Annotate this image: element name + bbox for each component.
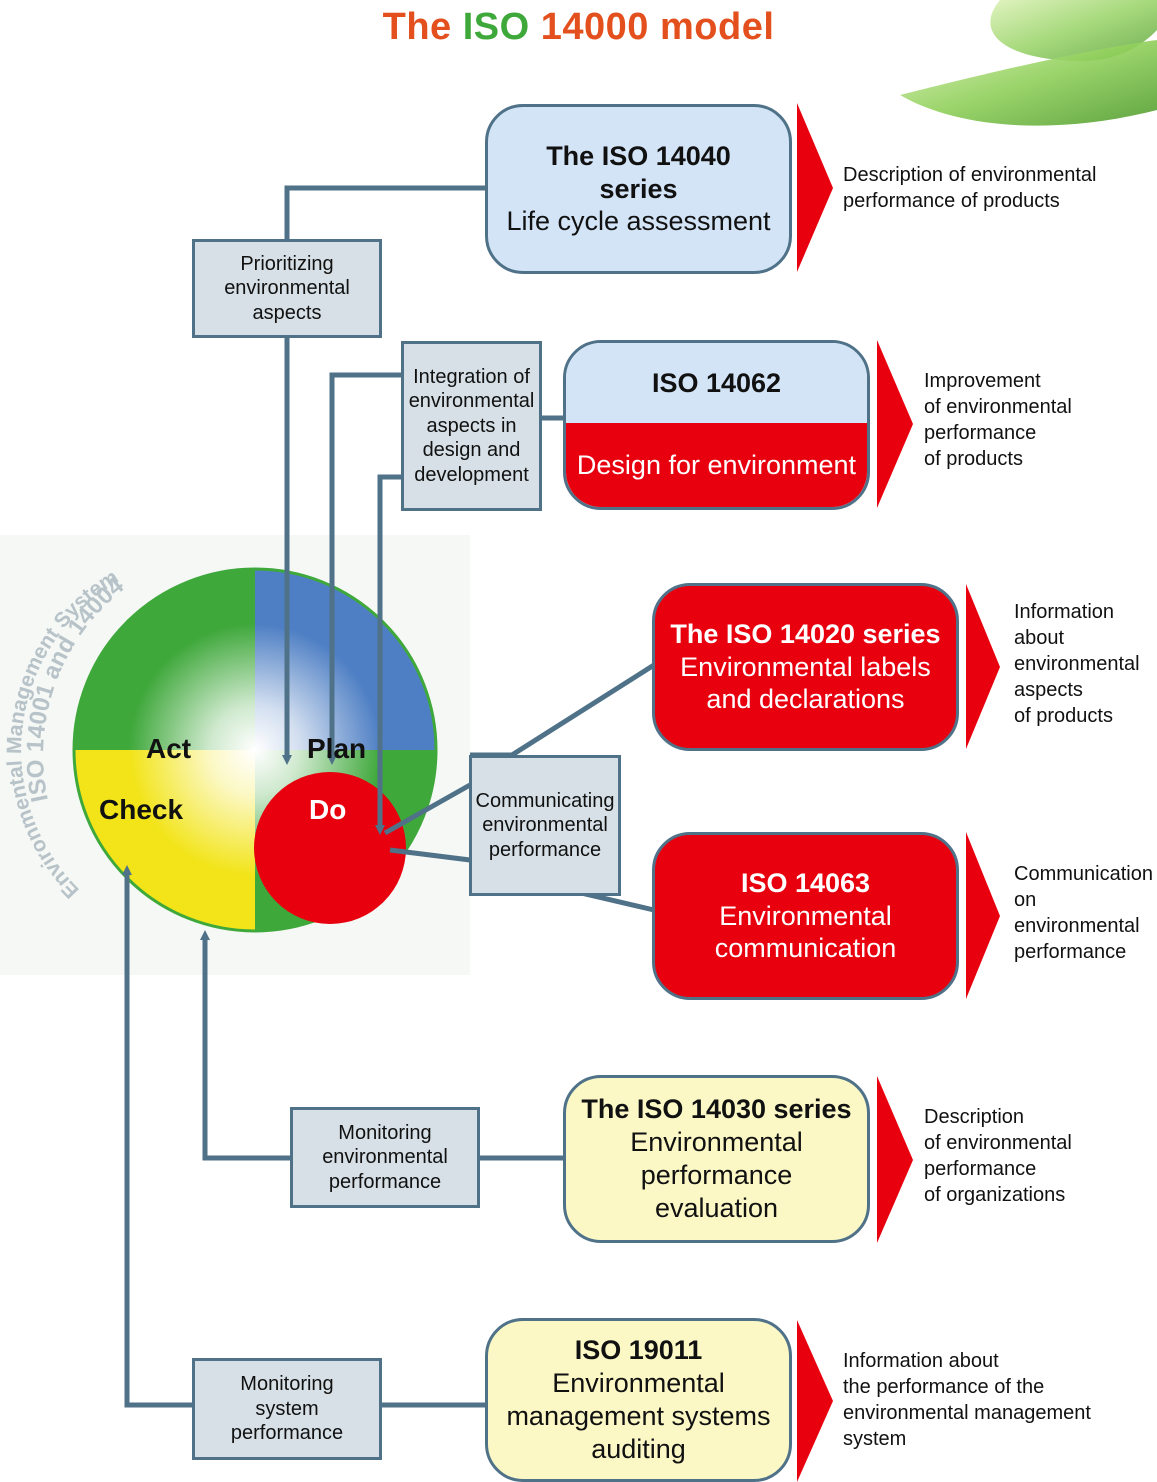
monitoring-environmental-box: Monitoring environmental performance: [290, 1107, 480, 1208]
arrow-14063: [966, 832, 1000, 999]
pdca-circle: [72, 567, 438, 933]
iso19011-box: ISO 19011 Environmental management syste…: [485, 1318, 792, 1482]
outcome-14030: Description of environmental performance…: [924, 1106, 1072, 1206]
check-label: Check: [99, 794, 184, 825]
plan-label: Plan: [307, 733, 367, 764]
do-circle: [254, 772, 406, 924]
outcome-arrows: [797, 103, 1000, 1482]
iso14062-subtitle: Design for environment: [566, 423, 867, 507]
outcome-14020: Information about environmental aspects …: [1014, 601, 1140, 727]
outcome-14040: Description of environmental performance…: [843, 164, 1097, 212]
iso14062-box: ISO 14062 Design for environment: [563, 340, 870, 510]
iso14062-title: ISO 14062: [566, 343, 867, 423]
outcome-19011: Information about the performance of the…: [843, 1350, 1091, 1450]
integration-box: Integration of environmental aspects in …: [401, 341, 542, 511]
iso14040-box: The ISO 14040 series Life cycle assessme…: [485, 104, 792, 274]
outcome-14062: Improvement of environmental performance…: [924, 370, 1072, 470]
monitoring-system-box: Monitoring system performance: [192, 1358, 382, 1460]
arrow-14030: [877, 1076, 913, 1243]
iso14030-box: The ISO 14030 series Environmental perfo…: [563, 1075, 870, 1243]
prioritizing-box: Prioritizing environmental aspects: [192, 239, 382, 338]
act-label: Act: [146, 733, 192, 764]
iso14063-box: ISO 14063 Environmental communication: [652, 832, 959, 1000]
arrow-14040: [797, 103, 833, 272]
arrow-19011: [797, 1320, 833, 1482]
arrow-14062: [877, 340, 913, 508]
arrow-14020: [966, 584, 1000, 749]
page-title: The ISO 14000 model: [382, 6, 775, 48]
do-label: Do: [309, 794, 347, 825]
communicating-box: Communicating environmental performance: [469, 755, 621, 896]
outcome-14063: Communication on environmental performan…: [1014, 863, 1153, 963]
iso14020-box: The ISO 14020 series Environmental label…: [652, 583, 959, 751]
leaf-decoration: [900, 0, 1157, 126]
